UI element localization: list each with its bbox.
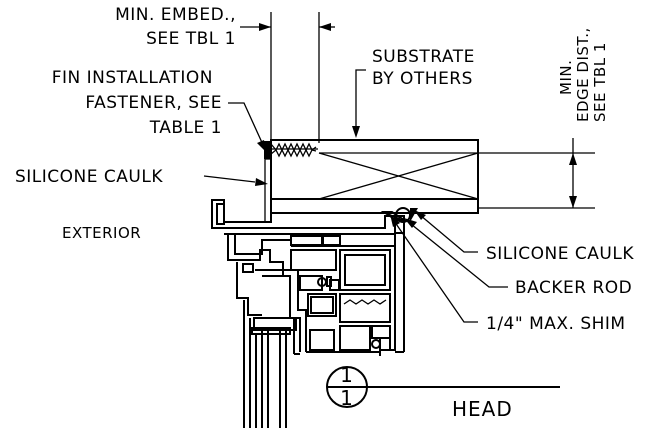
shim-leader (390, 214, 478, 323)
backer-rod-label: BACKER ROD (515, 278, 632, 298)
fin-fastener-icon (264, 141, 318, 159)
min-edge-dist-label: MIN. EDGE DIST., SEE TBL 1 (557, 27, 609, 122)
silicone-caulk-right-label: SILICONE CAULK (486, 244, 634, 264)
window-frame-profile (211, 199, 405, 428)
fin-fastener-label-line3: TABLE 1 (149, 118, 222, 138)
section-marker-top-number: 1 (340, 363, 354, 387)
backer-rod-leader (404, 218, 508, 288)
fin-fastener-leader (228, 102, 266, 152)
min-edge-label-line3: SEE TBL 1 (591, 42, 609, 122)
section-marker-bottom-number: 1 (340, 386, 354, 410)
exterior-label: EXTERIOR (62, 224, 141, 242)
silicone-caulk-left-label: SILICONE CAULK (15, 167, 163, 187)
min-embed-label-line2: SEE TBL 1 (146, 29, 236, 49)
min-edge-label-line2: EDGE DIST., (574, 27, 592, 122)
fin-fastener-label-line2: FASTENER, SEE (85, 93, 222, 113)
right-caulk-bead (410, 208, 418, 222)
min-edge-label-line1: MIN. (557, 60, 575, 95)
substrate-label-line2: BY OTHERS (372, 69, 473, 89)
edge-distance-dimension (478, 138, 595, 209)
substrate-label-line1: SUBSTRATE (372, 47, 475, 67)
section-title: HEAD (452, 397, 513, 421)
silicone-caulk-right-leader (414, 210, 478, 253)
substrate-block (270, 139, 479, 214)
fin-fastener-label-line1: FIN INSTALLATION (52, 68, 213, 88)
shim-label: 1/4" MAX. SHIM (486, 314, 626, 334)
min-embed-dimension (240, 12, 335, 143)
substrate-leader (352, 69, 366, 138)
section-marker: 1 1 HEAD (326, 363, 560, 421)
min-embed-label-line1: MIN. EMBED., (115, 5, 236, 25)
silicone-caulk-left-leader (203, 175, 268, 186)
